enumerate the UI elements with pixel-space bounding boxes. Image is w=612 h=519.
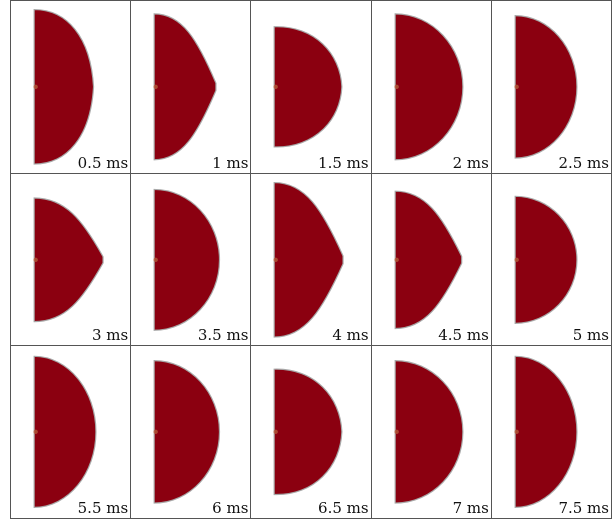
droplet-panel: 5.5 ms (11, 346, 132, 519)
time-label: 4.5 ms (438, 326, 489, 345)
droplet-body (394, 190, 462, 329)
droplet-panel: 7.5 ms (491, 346, 612, 519)
droplet-panel: 0.5 ms (11, 1, 132, 174)
time-label: 3 ms (91, 326, 129, 345)
droplet-shape (33, 197, 104, 322)
time-label: 4 ms (332, 326, 369, 345)
time-label: 5.5 ms (77, 499, 129, 517)
time-label: 2.5 ms (558, 153, 609, 172)
droplet-body (273, 26, 343, 148)
droplet-shape (273, 181, 345, 338)
droplet-shape (273, 368, 343, 496)
droplet-shape (394, 360, 464, 505)
droplet-body (33, 356, 97, 509)
time-label: 6.5 ms (318, 499, 369, 517)
droplet-panel: 6.5 ms (251, 346, 372, 519)
droplet-shape (273, 26, 343, 148)
droplet-sequence-grid: 0.5 ms 1 ms 1.5 ms 2 ms 2.5 ms 3 ms 3.5 ms 4 ms… (10, 0, 612, 519)
axis-marker (514, 84, 519, 90)
droplet-shape (394, 13, 464, 161)
axis-marker (153, 257, 159, 262)
droplet-body (33, 197, 104, 322)
droplet-panel: 4 ms (251, 173, 372, 347)
droplet-panel: 3.5 ms (131, 173, 252, 347)
droplet-panel: 7 ms (371, 346, 492, 519)
time-label: 0.5 ms (77, 153, 129, 172)
axis-marker (394, 84, 399, 90)
axis-marker (394, 257, 399, 262)
droplet-panel: 1 ms (131, 1, 252, 174)
droplet-shape (394, 190, 462, 329)
droplet-body (514, 14, 578, 159)
droplet-shape (153, 188, 221, 331)
droplet-shape (153, 360, 221, 505)
axis-marker (273, 257, 279, 262)
droplet-shape (514, 356, 578, 509)
time-label: 3.5 ms (197, 326, 249, 345)
axis-marker (33, 84, 38, 90)
time-label: 5 ms (572, 326, 609, 345)
droplet-body (33, 8, 95, 165)
droplet-shape (33, 356, 97, 509)
droplet-shape (33, 8, 95, 165)
droplet-panel: 1.5 ms (251, 1, 372, 174)
time-label: 1 ms (212, 153, 249, 172)
axis-marker (153, 429, 159, 435)
droplet-body (273, 368, 343, 496)
axis-marker (33, 429, 38, 435)
droplet-body (394, 360, 464, 505)
droplet-shape (514, 195, 578, 324)
droplet-panel: 3 ms (11, 173, 132, 347)
time-label: 6 ms (212, 499, 249, 517)
droplet-shape (514, 14, 578, 159)
droplet-body (394, 13, 464, 161)
time-label: 7.5 ms (558, 499, 609, 517)
axis-marker (514, 429, 519, 435)
droplet-body (153, 188, 221, 331)
droplet-body (514, 195, 578, 324)
droplet-body (273, 181, 345, 338)
axis-marker (394, 429, 399, 435)
axis-marker (514, 257, 519, 262)
time-label: 7 ms (452, 499, 489, 517)
droplet-panel: 2 ms (371, 1, 492, 174)
droplet-body (153, 13, 217, 161)
axis-marker (153, 84, 159, 90)
droplet-panel: 5 ms (491, 173, 612, 347)
time-label: 1.5 ms (318, 153, 369, 172)
droplet-panel: 6 ms (131, 346, 252, 519)
droplet-shape (153, 13, 217, 161)
droplet-panel: 4.5 ms (371, 173, 492, 347)
axis-marker (273, 429, 279, 435)
droplet-panel: 2.5 ms (491, 1, 612, 174)
axis-marker (33, 257, 38, 262)
droplet-body (153, 360, 221, 505)
axis-marker (273, 84, 279, 90)
droplet-body (514, 356, 578, 509)
time-label: 2 ms (452, 153, 489, 172)
